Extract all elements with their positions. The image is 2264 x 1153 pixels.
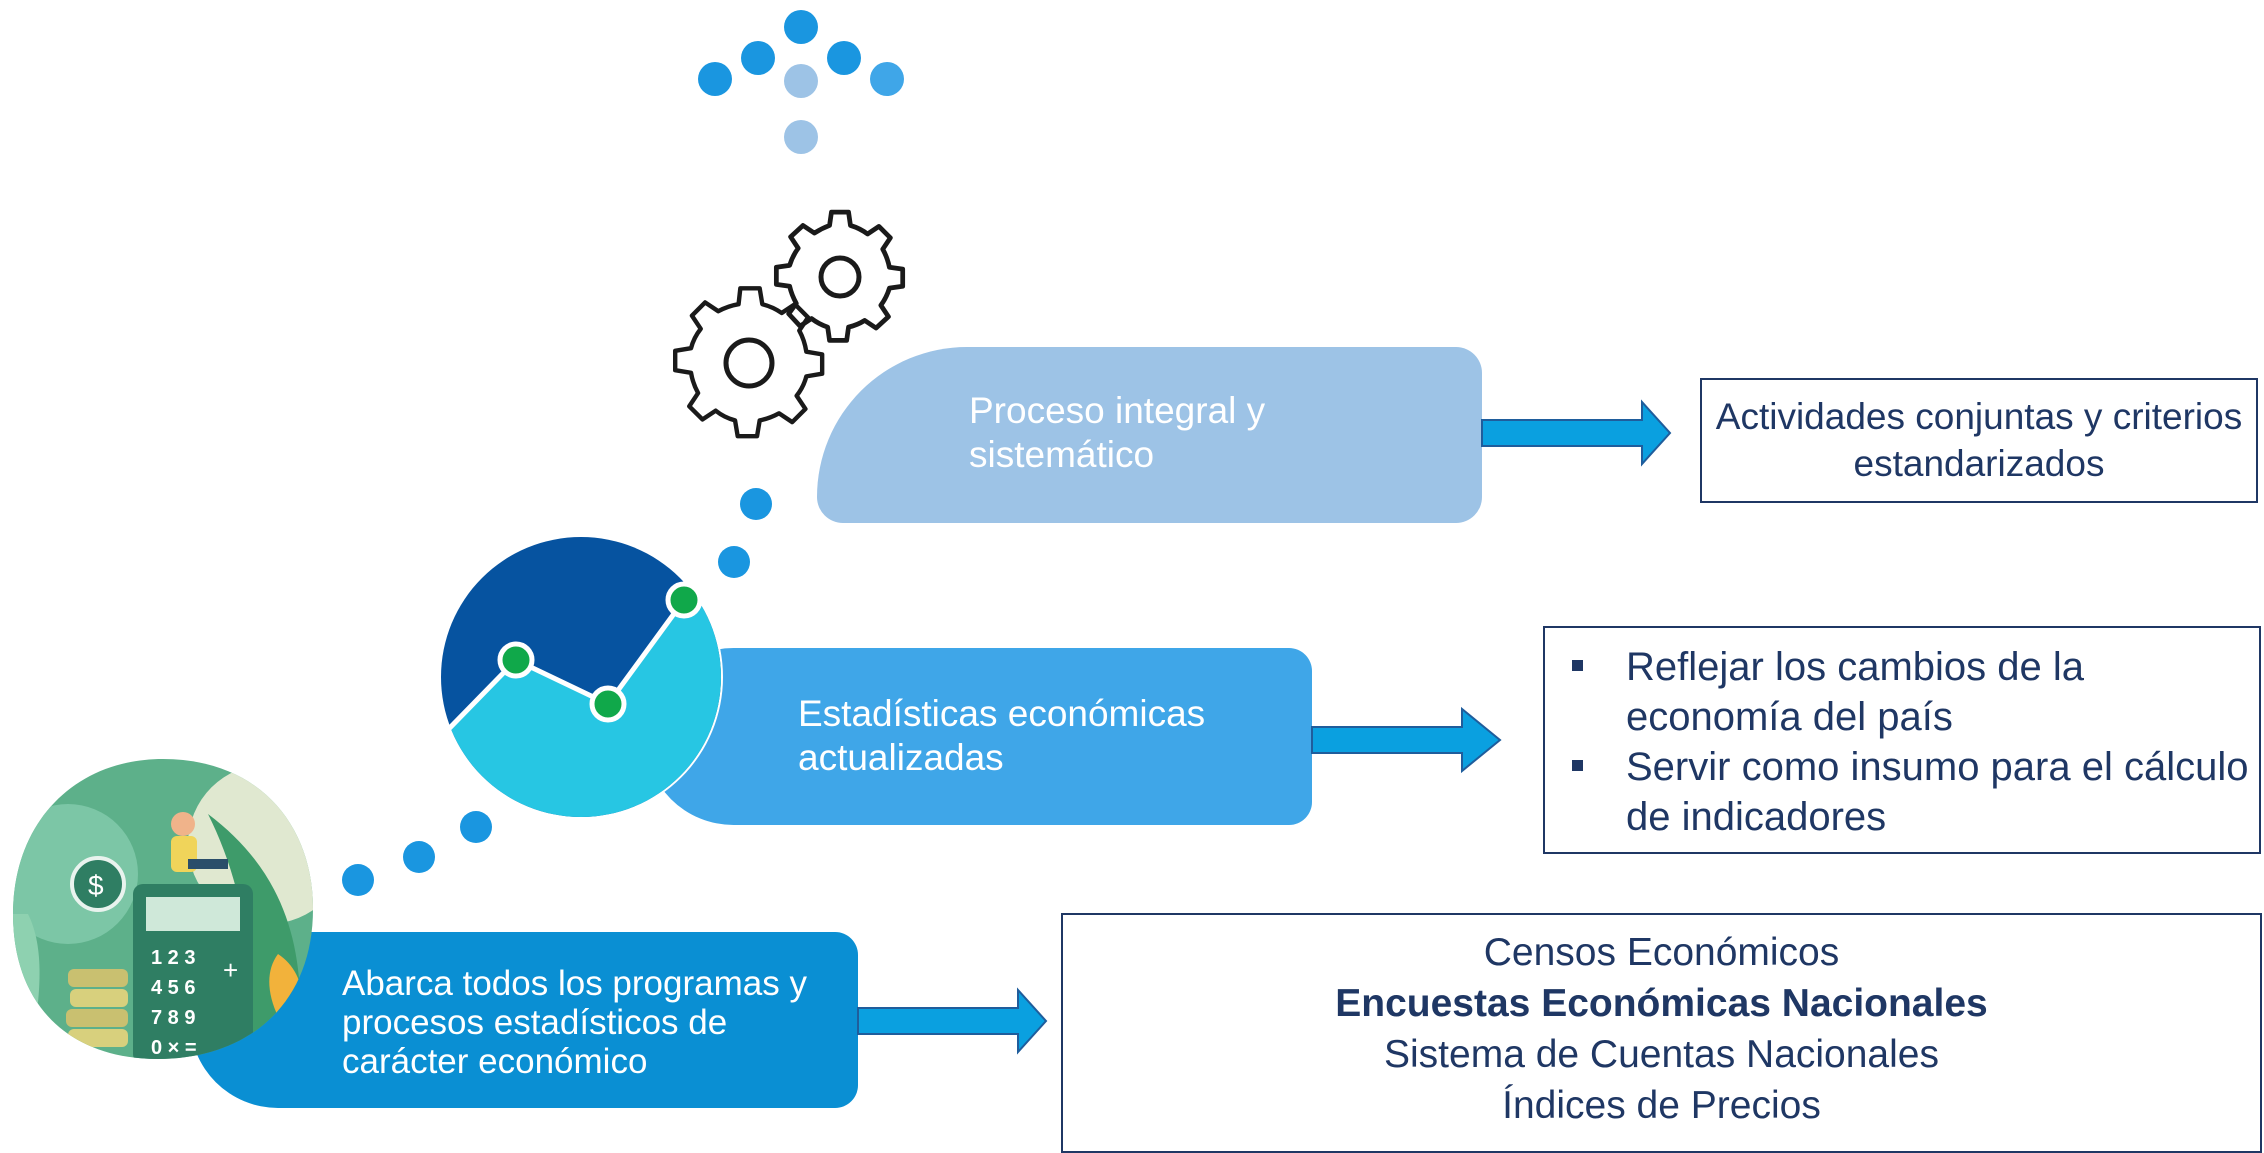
svg-text:7 8 9: 7 8 9 <box>151 1007 195 1029</box>
program-item: Índices de Precios <box>1502 1084 1821 1127</box>
gears-icon <box>673 209 906 439</box>
program-item: Sistema de Cuentas Nacionales <box>1384 1033 1939 1076</box>
level-3-label: Abarca todos los programas y procesos es… <box>342 964 807 1081</box>
line-chart-icon <box>436 535 723 819</box>
programs-box: Censos Económicos Encuestas Económicas N… <box>1061 913 2262 1153</box>
svg-text:1 2 3: 1 2 3 <box>151 947 195 969</box>
result-box-2: Reflejar los cambios de la economía del … <box>1543 626 2261 854</box>
arrow-3 <box>857 987 1048 1055</box>
svg-text:$: $ <box>88 870 104 901</box>
list-item: Reflejar los cambios de la economía del … <box>1545 642 2259 742</box>
svg-text:4 5 6: 4 5 6 <box>151 977 195 999</box>
level-1-bar: Proceso integral y sistemático <box>817 347 1482 523</box>
bullet-icon <box>1572 760 1583 771</box>
finance-illustration-icon: 1 2 3 4 5 6 7 8 9 0 × = + $ <box>13 759 313 1059</box>
level-1-label: Proceso integral y sistemático <box>969 390 1266 475</box>
svg-text:0 × =: 0 × = <box>151 1037 197 1059</box>
arrow-2 <box>1311 706 1502 774</box>
program-item: Censos Económicos <box>1483 931 1840 974</box>
program-item-highlighted: Encuestas Económicas Nacionales <box>1335 982 1988 1025</box>
level-2-bar: Estadísticas económicas actualizadas <box>645 648 1312 825</box>
bullet-icon <box>1572 660 1583 671</box>
list-item: Servir como insumo para el cálculo de in… <box>1545 742 2259 842</box>
result-box-1: Actividades conjuntas y criterios estand… <box>1700 378 2258 503</box>
result-1-text: Actividades conjuntas y criterios estand… <box>1715 396 2243 484</box>
level-2-label: Estadísticas económicas actualizadas <box>798 693 1206 778</box>
result-2-list: Reflejar los cambios de la economía del … <box>1545 642 2259 842</box>
arrow-1 <box>1481 399 1672 467</box>
svg-text:+: + <box>223 955 238 985</box>
